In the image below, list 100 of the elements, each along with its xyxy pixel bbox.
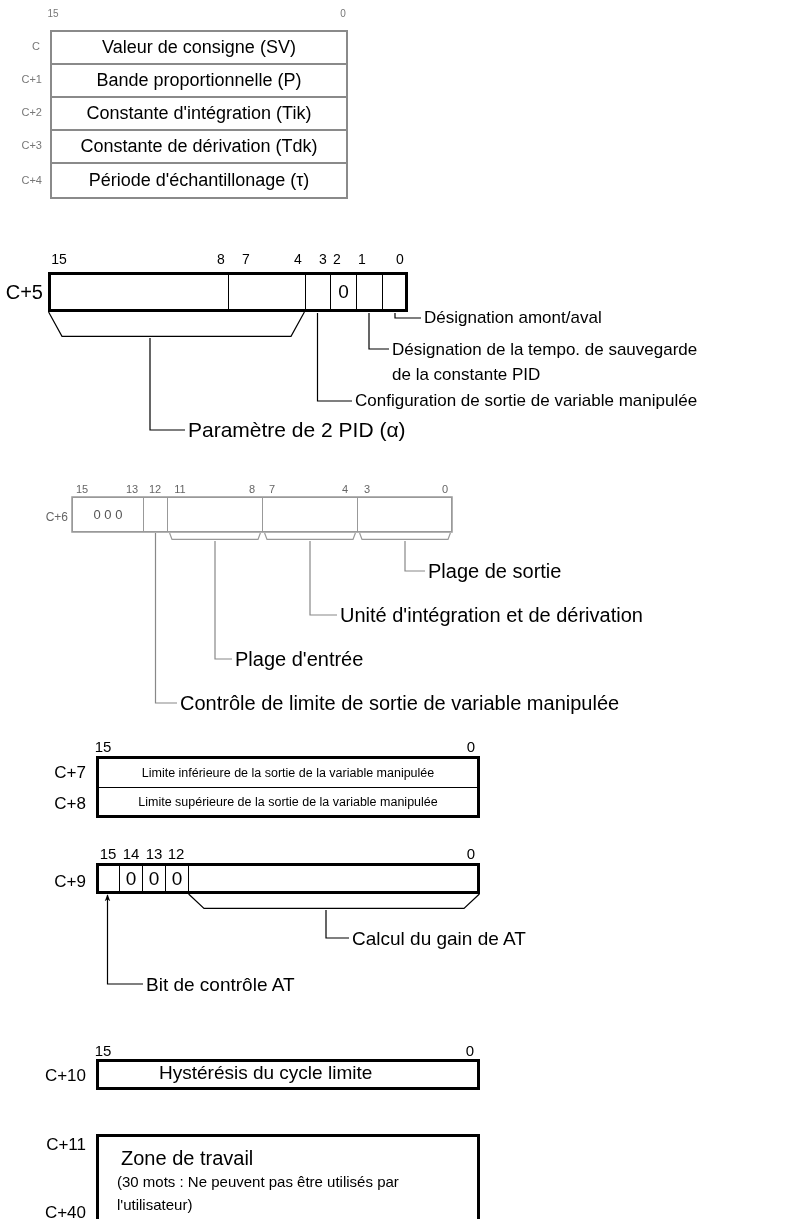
bit-number: 13 [125,483,139,495]
field-text: Limite supérieure de la sortie de la variable manipulée [138,794,438,809]
word-address: C+5 [5,282,43,302]
bit-field [188,863,480,894]
field-text: Constante d'intégration (Tik) [86,103,312,124]
register-row [96,788,480,818]
bit-value: 0 0 0 [93,507,123,522]
bit-number: 3 [319,252,327,266]
bit-number: 13 [145,845,163,861]
bit-value: 0 [125,867,137,890]
register-row [96,1059,480,1090]
word-address: C+1 [21,73,42,85]
register-area [96,1134,480,1219]
bit-number: 7 [268,483,276,495]
bit-number: 14 [122,845,140,861]
bit-value: 0 [338,281,349,303]
bit-field [142,863,165,894]
bit-number: 15 [94,738,112,754]
word-address: C+11 [46,1135,86,1153]
bit-number: 12 [167,845,185,861]
field-text: Bande proportionnelle (P) [96,70,302,91]
field-text: Période d'échantillonage (τ) [88,170,310,191]
callout-text: Désignation amont/aval [424,307,724,329]
register-row [50,30,348,65]
field-text: Hystérésis du cycle limite [159,1062,373,1084]
callout-text: Paramètre de 2 PID (α) [188,417,488,443]
callout-text: Configuration de sortie de variable manipulée [355,390,785,412]
bit-number: 15 [94,1042,112,1058]
callout-text: Plage de sortie [428,559,728,583]
area-note: (30 mots : Ne peuvent pas être utilisés par l'utilisateur) [117,1172,400,1215]
bit-number: 0 [396,252,404,266]
bit-field [48,272,228,312]
bit-number: 4 [294,252,302,266]
bracket [359,533,451,540]
bit-field [357,497,452,532]
bit-number: 8 [217,252,225,266]
area-title: Zone de travail [120,1147,254,1170]
leader-line [104,894,144,985]
bit-value: 0 [148,867,160,890]
bit-field [262,497,358,532]
word-address: C+40 [44,1203,86,1219]
callout-text: Unité d'intégration et de dérivation [340,603,780,627]
bracket [188,894,480,909]
field-text: Valeur de consigne (SV) [102,37,296,58]
leader-line [404,540,426,572]
leader-line [149,337,186,431]
bit-field [305,272,330,312]
bit-field [167,497,263,532]
leader-line [214,540,233,660]
leader-line [325,909,350,939]
field-text: Constante de dérivation (Tdk) [80,136,318,157]
bit-number: 7 [242,252,250,266]
bit-value: 0 [171,867,183,890]
bit-field [165,863,188,894]
bit-number: 1 [358,252,366,266]
word-address: C+3 [21,139,42,151]
bit-number: 4 [341,483,349,495]
leader-line [154,532,178,704]
bit-field [330,272,356,312]
bit-number: 12 [148,483,162,495]
word-address: C+4 [21,174,42,186]
bit-field [382,272,408,312]
leader-line [316,312,353,402]
callout-text: Désignation de la tempo. de sauvegarde de la constante PID [392,337,710,387]
leader-line [309,540,338,616]
bit-field [119,863,142,894]
bit-number: 2 [333,252,341,266]
callout-text: Bit de contrôle AT [146,973,446,996]
register-row [96,756,480,788]
bracket [169,533,261,540]
leader-line [368,312,390,350]
register-row [50,129,348,164]
bit-number: 0 [465,1042,475,1058]
register-row [50,63,348,98]
bracket [48,312,305,337]
bit-number: 15 [99,845,117,861]
bit-number: 0 [466,845,476,861]
bit-number: 0 [466,738,476,754]
leader-line [394,312,422,319]
word-address: C+10 [44,1066,86,1084]
bit-field [356,272,382,312]
word-address: C [32,40,40,52]
bit-number: 15 [47,9,59,19]
bit-field [72,497,144,532]
bit-field [228,272,305,312]
callout-text: Contrôle de limite de sortie de variable manipulée [180,691,780,715]
bit-number: 11 [174,483,186,495]
callout-text: Plage d'entrée [235,647,535,671]
register-row [50,96,348,131]
register-row [50,162,348,199]
bracket [264,533,356,540]
word-address: C+2 [21,106,42,118]
word-address: C+9 [54,872,86,890]
word-address: C+8 [54,794,86,812]
callout-text: Calcul du gain de AT [352,927,652,950]
bit-field [96,863,119,894]
bit-number: 8 [248,483,256,495]
word-address: C+7 [54,763,86,781]
bit-number: 0 [340,9,346,19]
bit-number: 3 [363,483,371,495]
